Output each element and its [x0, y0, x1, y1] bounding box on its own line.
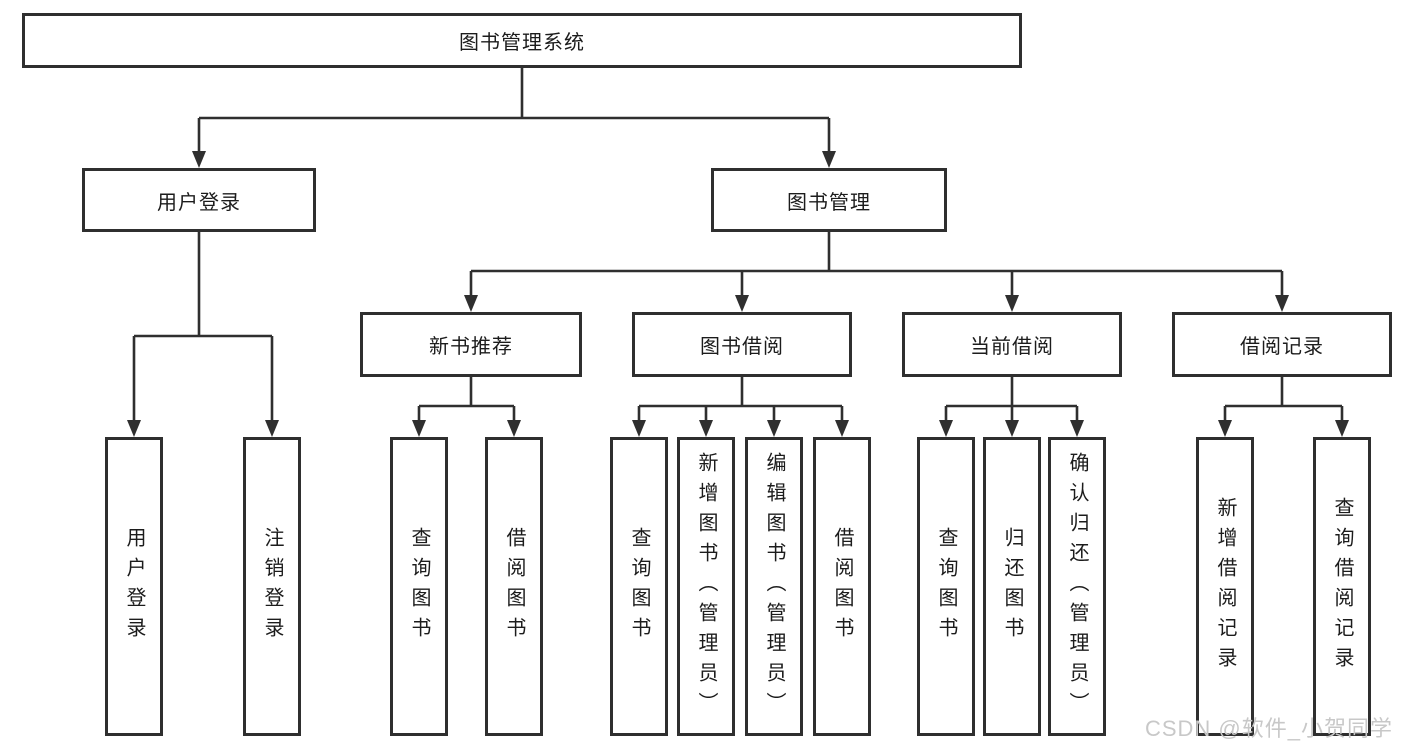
node-book-management: 图书管理 — [711, 168, 947, 232]
node-label: 借阅图书 — [831, 526, 853, 647]
node-label: 查询图书 — [628, 526, 650, 647]
node-label: 新增图书（管理员） — [695, 451, 717, 722]
node-query-borrow-record: 查询借阅记录 — [1313, 437, 1371, 736]
node-label: 借阅记录 — [1240, 336, 1324, 358]
node-label: 确认归还（管理员） — [1066, 451, 1088, 722]
node-label: 图书管理 — [787, 191, 871, 214]
node-label: 用户登录 — [157, 191, 241, 214]
node-current-borrowing: 当前借阅 — [902, 312, 1122, 377]
node-logout: 注销登录 — [243, 437, 301, 736]
node-borrow-books: 借阅图书 — [813, 437, 871, 736]
node-label: 图书管理系统 — [459, 32, 585, 54]
node-confirm-return-admin: 确认归还（管理员） — [1048, 437, 1106, 736]
node-add-book-admin: 新增图书（管理员） — [677, 437, 735, 736]
node-label: 图书借阅 — [700, 336, 784, 358]
node-label: 新书推荐 — [429, 336, 513, 358]
node-label: 查询图书 — [935, 526, 957, 647]
node-user-login-leaf: 用户登录 — [105, 437, 163, 736]
node-borrowing-records: 借阅记录 — [1172, 312, 1392, 377]
node-query-books-current: 查询图书 — [917, 437, 975, 736]
node-borrow-books-recommend: 借阅图书 — [485, 437, 543, 736]
node-new-book-recommendation: 新书推荐 — [360, 312, 582, 377]
node-edit-book-admin: 编辑图书（管理员） — [745, 437, 803, 736]
csdn-watermark: CSDN @软件_小贺同学 — [1144, 716, 1393, 741]
node-book-borrowing: 图书借阅 — [632, 312, 852, 377]
node-label: 注销登录 — [261, 526, 283, 647]
node-query-books-borrowing: 查询图书 — [610, 437, 668, 736]
node-label: 借阅图书 — [503, 526, 525, 647]
node-label: 编辑图书（管理员） — [763, 451, 785, 722]
node-add-borrow-record: 新增借阅记录 — [1196, 437, 1254, 736]
node-label: 新增借阅记录 — [1214, 496, 1236, 677]
node-label: 查询借阅记录 — [1331, 496, 1353, 677]
node-label: 查询图书 — [408, 526, 430, 647]
node-label: 归还图书 — [1001, 526, 1023, 647]
node-user-login: 用户登录 — [82, 168, 316, 232]
node-label: 当前借阅 — [970, 336, 1054, 358]
node-library-system: 图书管理系统 — [22, 13, 1022, 68]
node-label: 用户登录 — [123, 526, 145, 647]
node-query-books-recommend: 查询图书 — [390, 437, 448, 736]
node-return-book: 归还图书 — [983, 437, 1041, 736]
